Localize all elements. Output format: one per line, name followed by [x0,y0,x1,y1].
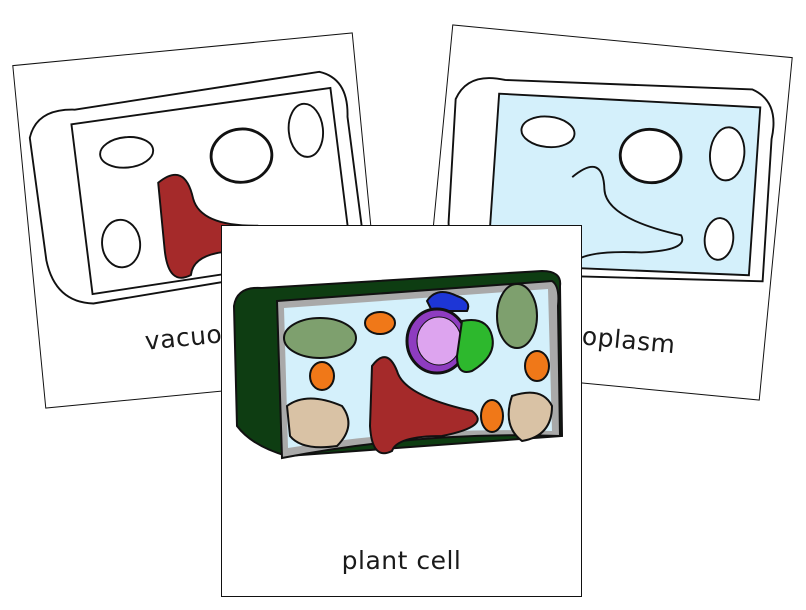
plant-cell-color-illustration [232,269,564,460]
card-label: plant cell [341,546,462,575]
plant-cell-card[interactable]: plant cell [221,225,582,597]
